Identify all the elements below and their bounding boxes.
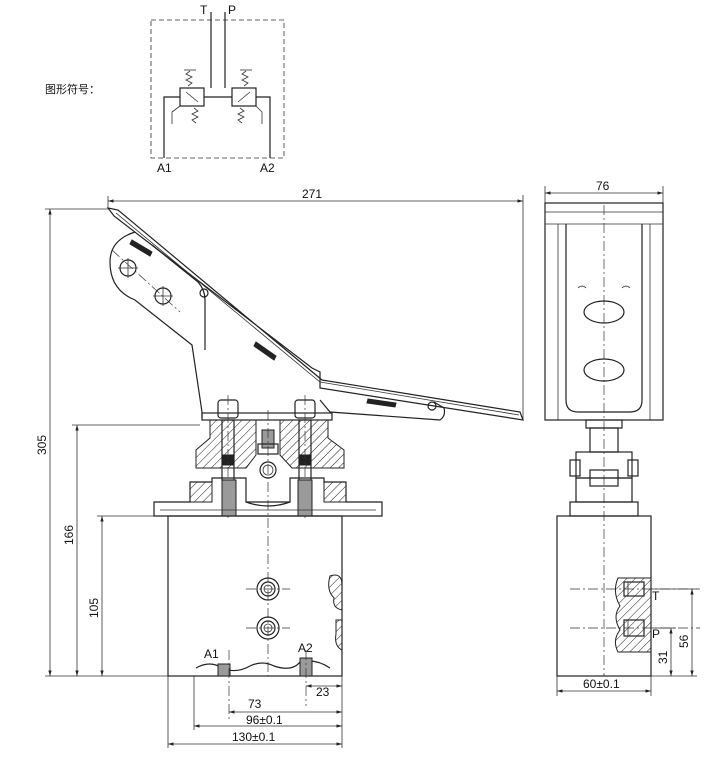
dim-76: 76 — [596, 179, 610, 193]
front-port-a2: A2 — [298, 641, 313, 655]
symbol-caption: 图形符号： — [45, 83, 100, 96]
dim-56: 56 — [677, 634, 691, 648]
hydraulic-symbol: 图形符号： T P A1 A2 — [45, 3, 285, 175]
symbol-port-a2: A2 — [260, 161, 275, 175]
valve-top-plate — [201, 412, 333, 421]
dim-130: 130±0.1 — [232, 730, 276, 744]
pedal-plate — [106, 207, 524, 421]
front-view: 271 305 166 105 — [35, 187, 524, 748]
dim-271: 271 — [302, 187, 322, 201]
dim-73: 73 — [248, 697, 262, 711]
side-view: 76 T P — [544, 179, 700, 696]
dim-166: 166 — [62, 525, 76, 545]
dim-23: 23 — [316, 685, 330, 699]
dim-60: 60±0.1 — [583, 677, 620, 691]
symbol-port-p: P — [228, 3, 236, 17]
front-port-a1: A1 — [204, 647, 219, 661]
dim-31: 31 — [656, 650, 670, 664]
dim-105: 105 — [87, 598, 101, 618]
dim-96: 96±0.1 — [246, 713, 283, 727]
symbol-dashed-frame — [150, 19, 285, 159]
symbol-port-t: T — [200, 3, 208, 17]
valve-body-front — [167, 515, 343, 677]
side-port-p: P — [652, 627, 660, 641]
dim-305: 305 — [35, 435, 49, 455]
symbol-port-a1: A1 — [157, 161, 172, 175]
side-port-t: T — [652, 589, 660, 603]
